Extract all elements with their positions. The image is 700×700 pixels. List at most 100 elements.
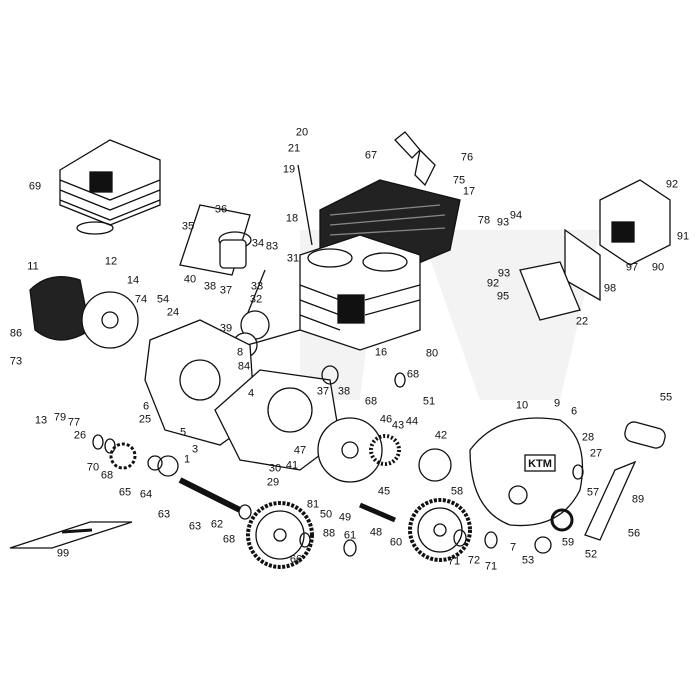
part-number-label: 45 — [377, 485, 391, 498]
part-number-label: 73 — [9, 355, 23, 368]
part-number-label: 37 — [316, 385, 330, 398]
part-number-label: 60 — [389, 536, 403, 549]
part-number-label: 43 — [391, 419, 405, 432]
primary-gear-large — [246, 501, 314, 569]
part-number-label: 93 — [497, 267, 511, 280]
part-number-label: 38 — [337, 385, 351, 398]
part-number-label: 34 — [251, 237, 265, 250]
ignition-cover-part-11 — [29, 276, 139, 349]
part-number-label: 68 — [364, 395, 378, 408]
part-number-label: 88 — [322, 527, 336, 540]
part-number-label: 74 — [134, 293, 148, 306]
part-number-label: 40 — [183, 273, 197, 286]
clutch-basket — [317, 417, 383, 483]
clutch-hub-part-42 — [418, 448, 452, 482]
bearing-part-63 — [157, 455, 179, 477]
part-number-label: 37 — [219, 284, 233, 297]
part-number-label: 90 — [651, 261, 665, 274]
washers — [92, 365, 584, 557]
part-number-label: 91 — [676, 230, 690, 243]
part-number-label: 31 — [286, 252, 300, 265]
kickstart-shaft-part-48 — [359, 502, 396, 523]
part-number-label: 44 — [405, 415, 419, 428]
part-number-label: 9 — [553, 397, 561, 410]
part-number-label: 65 — [118, 486, 132, 499]
part-number-label: 35 — [181, 220, 195, 233]
part-number-label: 49 — [338, 511, 352, 524]
sprocket-part-65 — [109, 442, 137, 470]
part-number-label: 21 — [287, 142, 301, 155]
part-number-label: 54 — [156, 293, 170, 306]
part-number-label: 6 — [142, 400, 150, 413]
part-number-label: 63 — [188, 520, 202, 533]
part-number-label: 68 — [406, 368, 420, 381]
part-number-label: 39 — [219, 322, 233, 335]
part-number-label: 4 — [247, 387, 255, 400]
part-number-label: 63 — [157, 508, 171, 521]
part-number-label: 59 — [561, 536, 575, 549]
part-number-label: 30 — [268, 462, 282, 475]
bearing-part-64 — [147, 455, 163, 471]
part-number-label: 18 — [285, 212, 299, 225]
part-number-label: 19 — [282, 163, 296, 176]
part-number-label: 38 — [203, 280, 217, 293]
part-number-label: 69 — [28, 180, 42, 193]
part-number-label: 98 — [603, 282, 617, 295]
kickstart-lever-part-89 — [534, 421, 666, 554]
part-number-label: 42 — [434, 429, 448, 442]
part-number-label: 50 — [319, 508, 333, 521]
part-number-label: 53 — [521, 554, 535, 567]
part-number-label: 72 — [467, 554, 481, 567]
part-number-label: 3 — [191, 443, 199, 456]
part-number-label: 27 — [589, 447, 603, 460]
part-number-label: 48 — [369, 526, 383, 539]
part-number-label: 17 — [462, 185, 476, 198]
part-number-label: 94 — [509, 209, 523, 222]
part-number-label: 8 — [236, 346, 244, 359]
part-number-label: 22 — [575, 315, 589, 328]
part-number-label: 52 — [584, 548, 598, 561]
part-number-label: 55 — [659, 391, 673, 404]
part-number-label: 56 — [627, 527, 641, 540]
part-number-label: 80 — [425, 347, 439, 360]
part-number-label: 92 — [486, 277, 500, 290]
part-number-label: 64 — [139, 488, 153, 501]
part-number-label: 81 — [306, 498, 320, 511]
part-number-label: 28 — [581, 431, 595, 444]
part-number-label: 6 — [570, 405, 578, 418]
part-number-label: 26 — [73, 429, 87, 442]
stud-bolt — [297, 164, 313, 246]
part-number-label: 36 — [214, 203, 228, 216]
part-number-label: 89 — [631, 493, 645, 506]
svg-text:KTM: KTM — [528, 458, 552, 470]
part-number-label: 57 — [586, 486, 600, 499]
part-number-label: 76 — [460, 151, 474, 164]
part-number-label: 78 — [477, 214, 491, 227]
part-number-label: 14 — [126, 274, 140, 287]
part-number-label: 41 — [285, 459, 299, 472]
part-number-label: 68 — [222, 533, 236, 546]
part-number-label: 79 — [53, 411, 67, 424]
part-number-label: 95 — [496, 290, 510, 303]
part-number-label: 61 — [343, 529, 357, 542]
part-number-label: 13 — [34, 414, 48, 427]
part-number-label: 1 — [183, 453, 191, 466]
part-number-label: 77 — [67, 416, 81, 429]
kickstart-gear-large — [408, 498, 472, 562]
part-number-label: 32 — [249, 293, 263, 306]
part-number-label: 10 — [515, 399, 529, 412]
part-number-label: 20 — [295, 126, 309, 139]
gear-shaft-part-62 — [178, 477, 242, 513]
part-number-label: 97 — [625, 261, 639, 274]
cylinder-block — [299, 234, 421, 351]
part-number-label: 67 — [364, 149, 378, 162]
part-number-label: 86 — [9, 327, 23, 340]
part-number-label: 16 — [374, 346, 388, 359]
part-number-label: 12 — [104, 255, 118, 268]
part-number-label: 33 — [250, 280, 264, 293]
part-number-label: 70 — [86, 461, 100, 474]
part-number-label: 71 — [484, 560, 498, 573]
part-number-label: 29 — [266, 476, 280, 489]
part-number-label: 93 — [496, 216, 510, 229]
